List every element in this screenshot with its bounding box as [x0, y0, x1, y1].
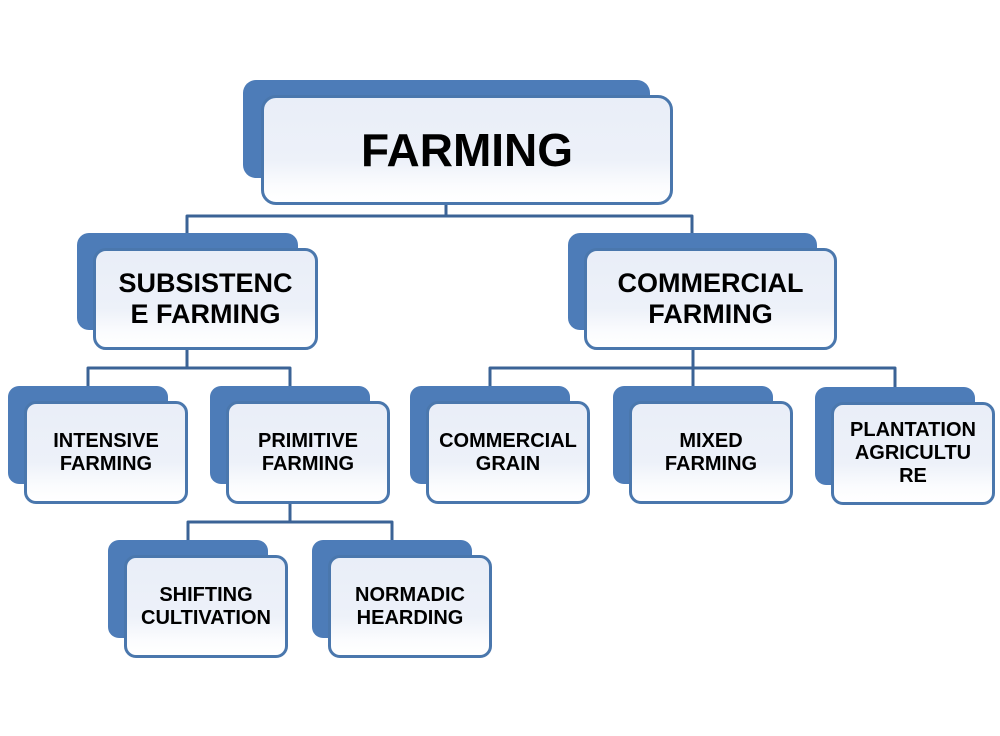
node-plantation-agriculture: PLANTATION AGRICULTU RE	[815, 387, 995, 505]
node-subsistence-farming: SUBSISTENC E FARMING	[77, 233, 318, 350]
node-label: COMMERCIAL GRAIN	[439, 429, 577, 475]
node-front-shape: PLANTATION AGRICULTU RE	[831, 402, 995, 505]
node-label: INTENSIVE FARMING	[53, 429, 159, 475]
node-commercial-farming: COMMERCIAL FARMING	[568, 233, 837, 350]
node-primitive-farming: PRIMITIVE FARMING	[210, 386, 390, 504]
node-front-shape: FARMING	[261, 95, 673, 205]
node-mixed-farming: MIXED FARMING	[613, 386, 793, 504]
node-label: NORMADIC HEARDING	[355, 583, 465, 629]
node-farming: FARMING	[243, 80, 673, 205]
node-label: PRIMITIVE FARMING	[257, 429, 358, 475]
node-shifting-cultivation: SHIFTING CULTIVATION	[108, 540, 288, 658]
node-front-shape: NORMADIC HEARDING	[328, 555, 492, 658]
node-front-shape: SUBSISTENC E FARMING	[93, 248, 318, 350]
node-label: SUBSISTENC E FARMING	[118, 267, 293, 329]
node-label: COMMERCIAL FARMING	[617, 267, 804, 329]
node-front-shape: MIXED FARMING	[629, 401, 793, 504]
node-label: PLANTATION AGRICULTU RE	[850, 419, 976, 487]
node-label: SHIFTING CULTIVATION	[141, 583, 271, 629]
node-commercial-grain: COMMERCIAL GRAIN	[410, 386, 590, 504]
node-front-shape: COMMERCIAL GRAIN	[426, 401, 590, 504]
node-front-shape: COMMERCIAL FARMING	[584, 248, 837, 350]
node-front-shape: PRIMITIVE FARMING	[226, 401, 390, 504]
node-label: MIXED FARMING	[664, 429, 758, 475]
node-front-shape: INTENSIVE FARMING	[24, 401, 188, 504]
node-intensive-farming: INTENSIVE FARMING	[8, 386, 188, 504]
node-label: FARMING	[360, 123, 574, 176]
node-front-shape: SHIFTING CULTIVATION	[124, 555, 288, 658]
node-normadic-hearding: NORMADIC HEARDING	[312, 540, 492, 658]
